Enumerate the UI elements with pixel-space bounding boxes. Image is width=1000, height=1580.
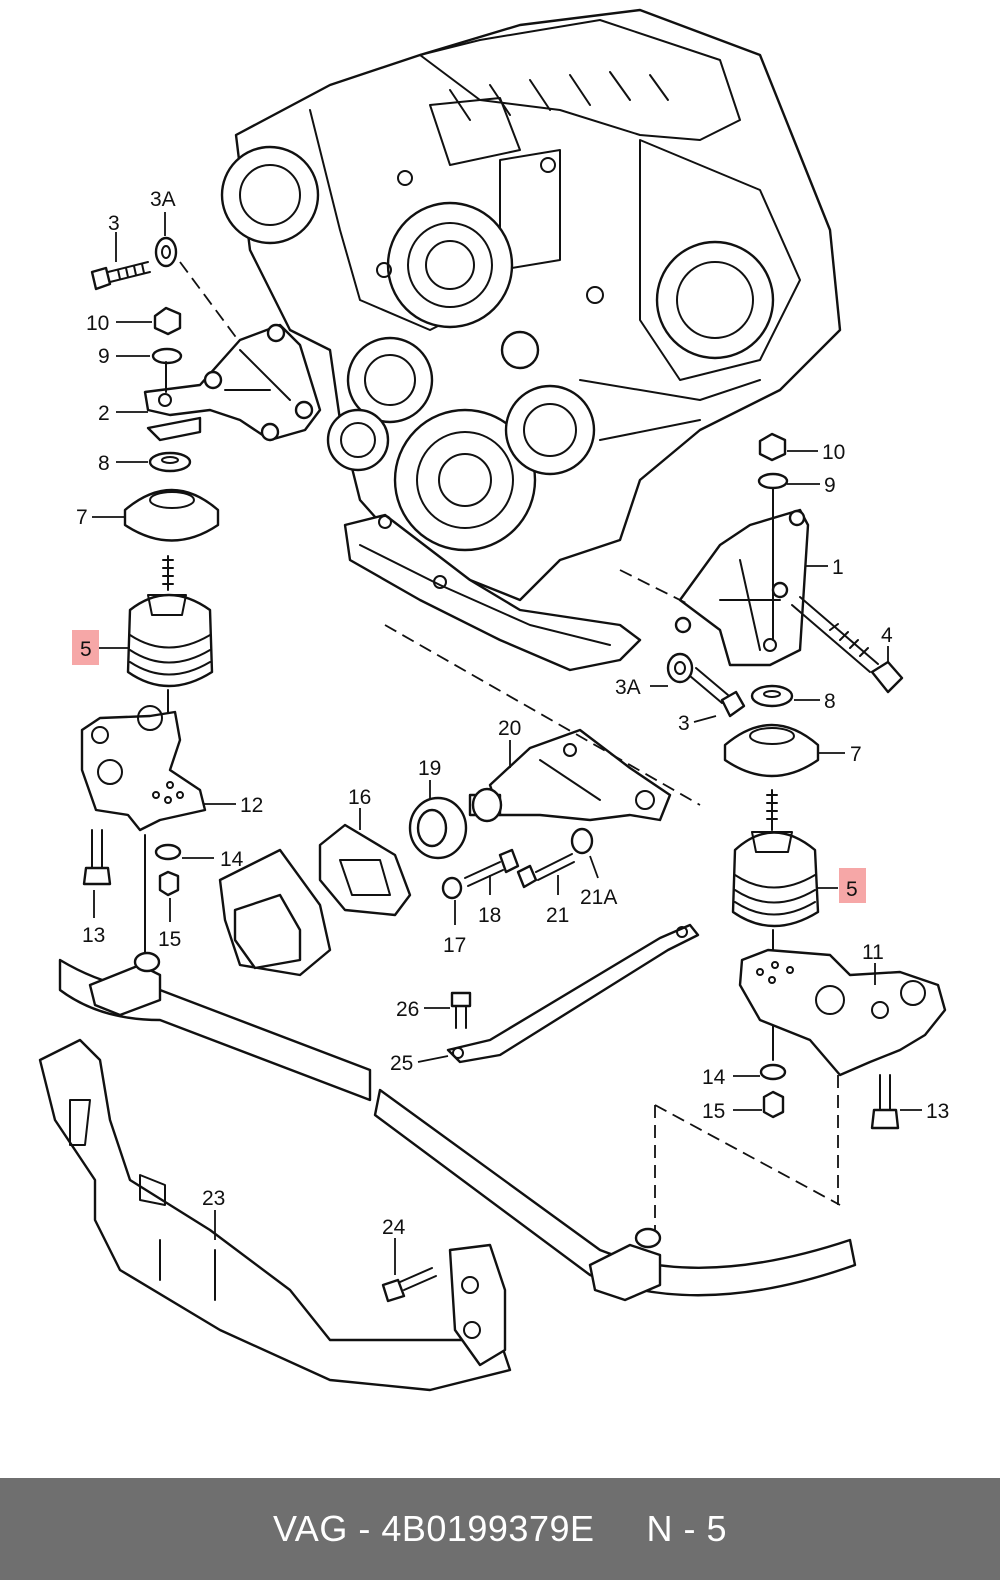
label-10-left: 10	[86, 312, 109, 335]
label-25: 25	[390, 1052, 413, 1075]
transmission-bracket-20	[488, 728, 672, 822]
label-21: 21	[546, 904, 569, 927]
label-11: 11	[862, 941, 884, 964]
label-18: 18	[478, 904, 501, 927]
part-number-footer: VAG - 4B0199379E N - 5	[0, 1478, 1000, 1580]
label-20: 20	[498, 717, 521, 740]
left-nut-15	[158, 870, 180, 897]
label-15-left: 15	[158, 928, 181, 951]
label-7-right: 7	[850, 743, 862, 766]
transmission-mount-16	[318, 823, 412, 917]
label-10-right: 10	[822, 441, 845, 464]
engine-block	[220, 8, 842, 602]
label-23: 23	[202, 1187, 225, 1210]
label-3-right: 3	[678, 712, 690, 735]
label-26: 26	[396, 998, 419, 1021]
left-washer-14	[154, 843, 182, 861]
washer-21a	[570, 827, 594, 855]
left-cup-7	[123, 488, 220, 542]
right-nut-10	[758, 432, 787, 462]
bolt-21	[516, 853, 575, 889]
right-cup-7	[723, 723, 820, 778]
right-engine-mount-5	[731, 831, 820, 946]
engine-mount-exploded-diagram: 3 3A 10 9 2 8 7 5 12 14 13 15 10 9 1 4 3…	[38, 8, 949, 1392]
subframe-23	[38, 1038, 512, 1392]
left-bolt-3	[90, 261, 151, 291]
label-3-top: 3	[108, 212, 120, 235]
left-washer-3a	[154, 236, 178, 268]
right-washer-9	[757, 472, 789, 490]
right-bolt-4	[791, 596, 904, 694]
right-mount-bracket-11	[738, 948, 947, 1077]
left-washer-8	[148, 451, 192, 473]
label-13-left: 13	[82, 924, 105, 947]
label-9-left: 9	[98, 345, 110, 368]
highlight-right-5	[839, 868, 866, 903]
right-bolt-13	[870, 1074, 900, 1130]
rubber-bushing-19	[408, 787, 503, 860]
right-engine-bracket-1	[674, 508, 810, 667]
label-15-right: 15	[702, 1100, 725, 1123]
washer-17	[441, 876, 463, 900]
label-16: 16	[348, 786, 371, 809]
left-mount-bracket-12	[80, 705, 207, 832]
brand-part-number: VAG - 4B0199379E	[272, 1508, 595, 1549]
right-washer-8	[750, 684, 794, 708]
label-8-left: 8	[98, 452, 110, 475]
left-nut-10	[153, 306, 182, 336]
label-14-right: 14	[702, 1066, 726, 1089]
label-4: 4	[881, 624, 893, 647]
bolt-24	[381, 1267, 437, 1303]
page-reference: N - 5	[646, 1508, 728, 1549]
label-13-right: 13	[926, 1100, 949, 1123]
label-17: 17	[443, 934, 466, 957]
right-washer-3a	[666, 652, 694, 684]
strap-25	[446, 923, 700, 1064]
label-2: 2	[98, 402, 110, 425]
label-19: 19	[418, 757, 441, 780]
label-9-right: 9	[824, 474, 836, 497]
left-washer-9	[151, 347, 183, 365]
bolt-26	[450, 991, 472, 1029]
label-7-left: 7	[76, 506, 88, 529]
left-engine-mount-5	[126, 593, 214, 706]
label-5-left: 5	[80, 638, 92, 661]
label-24: 24	[382, 1216, 406, 1239]
highlight-left-5	[72, 630, 99, 665]
right-nut-15	[762, 1090, 785, 1119]
left-engine-bracket	[143, 323, 322, 442]
label-14-left: 14	[220, 848, 244, 871]
bolt-18	[464, 848, 520, 887]
label-5-right: 5	[846, 878, 858, 901]
label-1: 1	[832, 556, 844, 579]
oil-pan	[343, 513, 642, 672]
left-bolt-13	[82, 829, 112, 886]
label-3a-right: 3A	[615, 676, 641, 699]
label-21a: 21A	[580, 886, 617, 909]
label-3a-top: 3A	[150, 188, 176, 211]
right-bolt-3	[689, 667, 746, 718]
right-washer-14	[759, 1063, 787, 1081]
stabilizer-bar	[58, 951, 857, 1302]
leader-lines	[92, 212, 922, 1275]
label-12: 12	[240, 794, 263, 817]
label-8-right: 8	[824, 690, 836, 713]
transmission-case	[218, 848, 332, 977]
callout-labels: 3 3A 10 9 2 8 7 5 12 14 13 15 10 9 1 4 3…	[76, 188, 949, 1239]
